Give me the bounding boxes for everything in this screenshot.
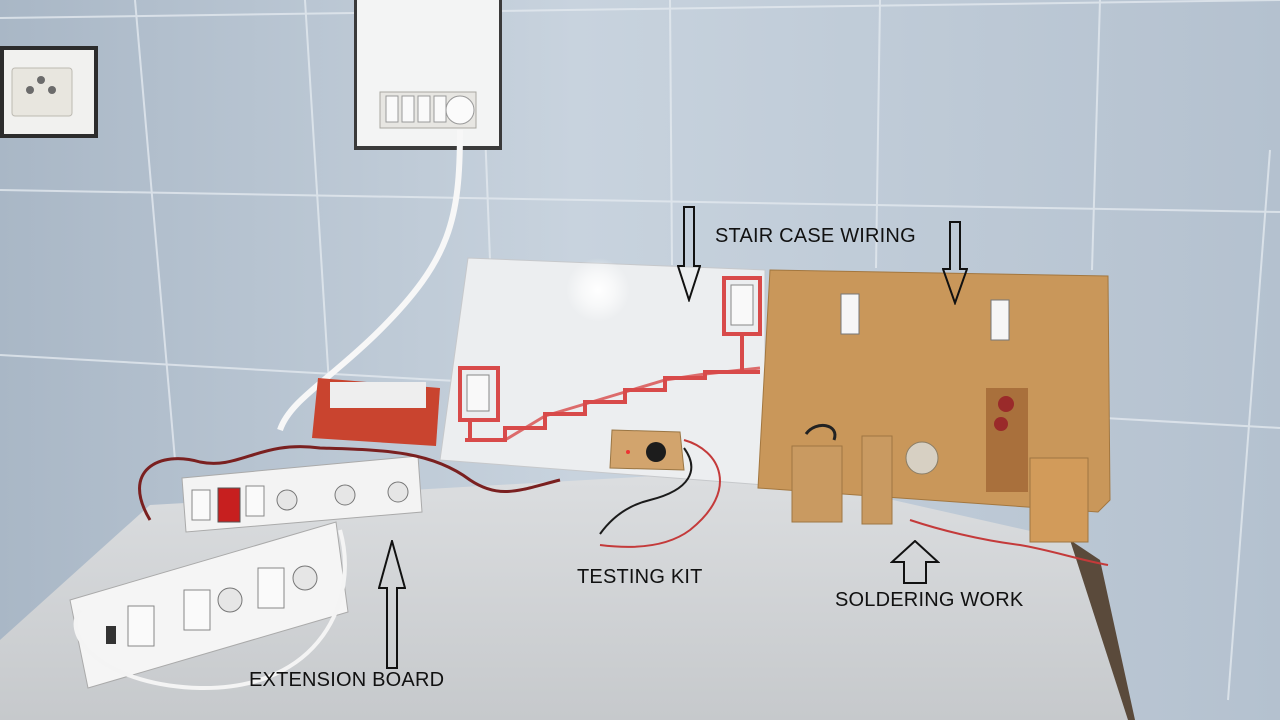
wall-switchboard [354, 0, 502, 150]
cardboard-board [757, 269, 1111, 543]
extension-board-upper [181, 455, 423, 533]
staircase-board [439, 257, 766, 486]
table-edge [1070, 540, 1135, 720]
power-cable [277, 129, 463, 432]
soldering-work-label: SOLDERING WORK [835, 589, 1024, 611]
testing-kit-device [599, 429, 721, 548]
stair-case-wiring-label: STAIR CASE WIRING [715, 225, 916, 247]
extension-board-lower [69, 521, 349, 689]
white-cable-loop [73, 529, 347, 691]
table-top [0, 470, 1130, 720]
up-arrow-icon [378, 540, 406, 669]
up-arrow-icon [890, 540, 940, 584]
red-power-box [312, 378, 440, 446]
soldering-wires [909, 519, 1109, 566]
wall-socket-left [0, 46, 98, 138]
twisted-wire [138, 445, 561, 521]
down-arrow-icon [677, 206, 701, 302]
testing-kit-label: TESTING KIT [577, 566, 703, 588]
extension-board-label: EXTENSION BOARD [249, 669, 445, 691]
down-arrow-icon [942, 221, 968, 305]
